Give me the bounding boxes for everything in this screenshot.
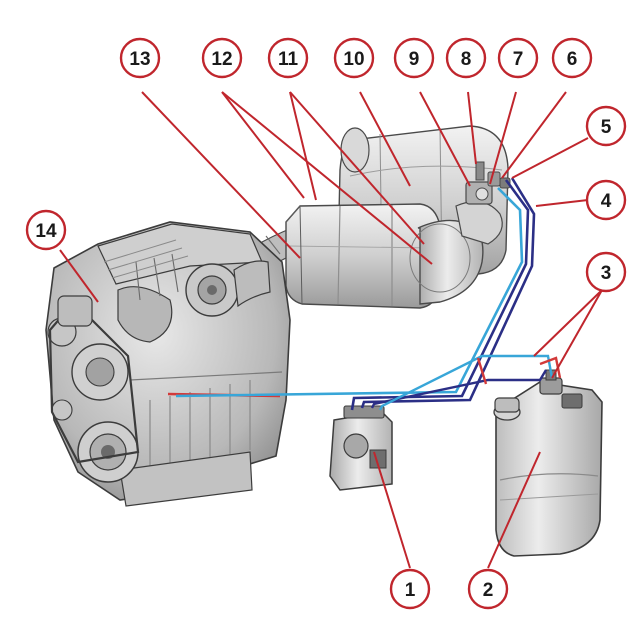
callout-6: 6 [551,37,593,79]
leader-1 [373,451,411,569]
callout-3-label: 3 [601,263,612,284]
leader-5 [511,137,589,179]
leader-14 [59,249,99,303]
leader-8 [467,91,477,165]
leader-10 [359,91,411,187]
callout-12-label: 12 [211,49,232,70]
callout-10: 10 [333,37,375,79]
callout-14: 14 [25,209,67,251]
leader-9 [419,91,471,187]
aftertreatment-assembly [235,125,511,309]
engine-pulleys [47,300,140,483]
turbocharger [185,260,271,317]
callout-7: 7 [497,37,539,79]
callout-13: 13 [119,37,161,79]
leader-12b [221,91,433,265]
callout-8: 8 [445,37,487,79]
fluid-lines [167,177,562,411]
engine-block [45,221,291,507]
callout-1: 1 [389,568,431,610]
callout-6-label: 6 [567,49,578,70]
leader-4 [535,199,589,207]
callout-4: 4 [585,179,627,221]
callout-5-label: 5 [601,117,612,138]
leader-11b [289,91,425,245]
callout-7-label: 7 [513,49,524,70]
leader-6 [501,91,567,179]
callout-3: 3 [585,251,627,293]
callout-9: 9 [393,37,435,79]
leader-7 [489,91,517,185]
leader-lines [59,91,603,569]
leader-3b [551,289,603,379]
callout-2: 2 [467,568,509,610]
leader-3a [533,289,603,357]
callout-4-label: 4 [601,191,612,212]
callout-12: 12 [201,37,243,79]
callout-8-label: 8 [461,49,472,70]
callout-9-label: 9 [409,49,420,70]
callout-1-label: 1 [405,580,416,601]
callout-5: 5 [585,105,627,147]
callouts: 1 2 3 4 5 6 7 8 [25,37,627,610]
def-tank [493,369,603,557]
callout-13-label: 13 [129,49,150,70]
callout-11-label: 11 [278,49,299,70]
dpf-canister [285,203,441,309]
leader-2 [487,451,541,569]
callout-11: 11 [267,37,309,79]
connecting-elbow [409,200,503,305]
callout-14-label: 14 [35,221,57,242]
leader-13 [141,91,301,259]
leader-12a [221,91,305,199]
leader-11a [289,91,317,201]
callout-2-label: 2 [483,580,494,601]
callout-10-label: 10 [343,49,364,70]
